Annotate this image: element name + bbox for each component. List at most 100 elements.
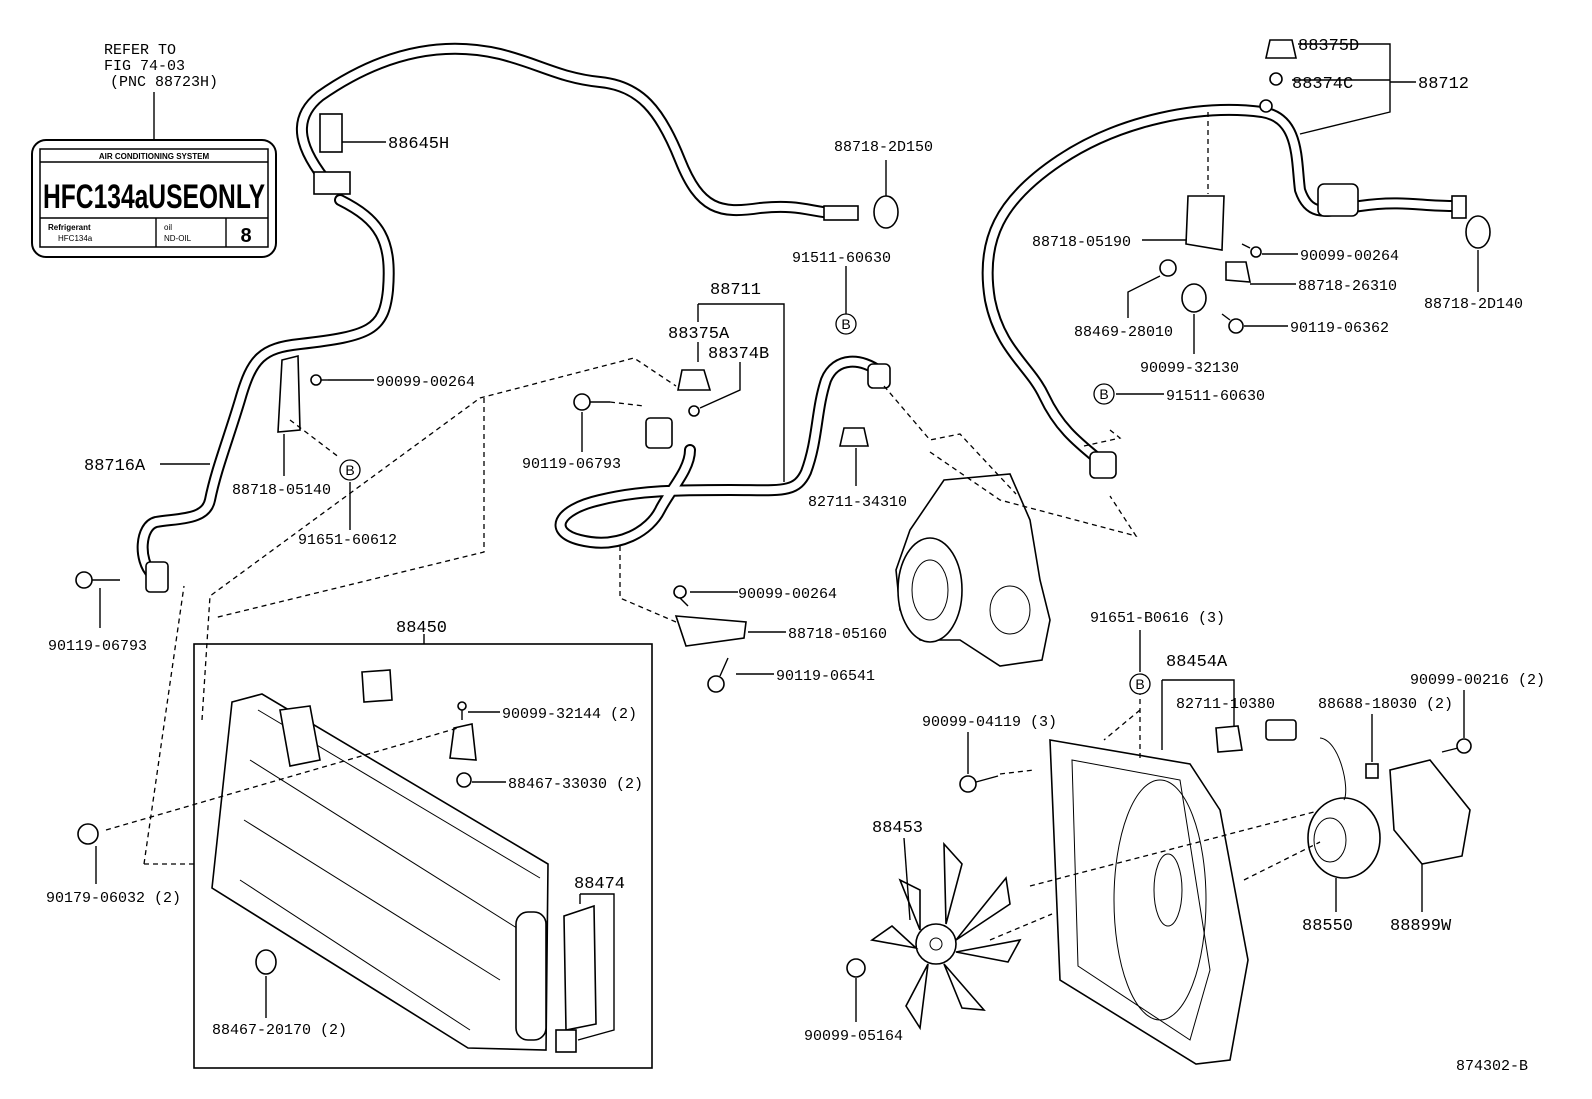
callout-90099-00264-b[interactable]: 90099-00264 [738,586,837,603]
callout-88374c[interactable]: 88374C [1292,75,1353,94]
callout-91511-60630-b[interactable]: 91511-60630 [1166,388,1265,405]
cap-88375d-icon[interactable] [1265,39,1297,59]
bolt-90119-06362-icon[interactable] [1221,313,1244,334]
callout-88474[interactable]: 88474 [574,875,625,894]
callout-88450[interactable]: 88450 [396,619,447,638]
callout-88711[interactable]: 88711 [710,281,761,300]
suction-fitting-icon [867,363,891,389]
leader-lines [95,43,1479,1041]
fan-shroud-88454a-icon[interactable] [1049,739,1249,1065]
refer-note: REFER TO FIG 74-03 (PNC 88723H) [104,42,218,140]
bolt-90099-00264-c-icon[interactable] [1241,243,1262,258]
fan-88453-icon[interactable] [869,841,1022,1031]
valve-core-88374c-icon[interactable] [1269,72,1283,86]
callout-88718-05190[interactable]: 88718-05190 [1032,234,1131,251]
clamp-82711-34310-icon[interactable] [839,427,869,447]
clip-82711-10380-icon[interactable] [1215,725,1243,753]
bolt-90099-32144-icon[interactable] [457,701,467,720]
label-card-oil-label: oil [164,223,172,232]
filter-88474-icon[interactable] [563,904,597,1031]
service-valve-icon [645,417,673,449]
bracket-88718-05190-icon[interactable] [1185,195,1225,251]
bolt-90119-06793-b-icon[interactable] [573,393,610,411]
cushion-88469-28010-icon[interactable] [1159,259,1177,277]
pressure-switch-88645h-icon[interactable] [319,113,343,153]
callout-88899w[interactable]: 88899W [1390,917,1452,936]
callout-88688-18030[interactable]: 88688-18030 (2) [1318,696,1453,713]
condenser-mount-icon [279,705,321,767]
callout-88374b[interactable]: 88374B [708,345,769,364]
refer-note-line2: FIG 74-03 [104,58,185,75]
bolt-90099-00216-icon[interactable] [1441,738,1472,754]
cap-88718-2d150-icon[interactable] [873,195,899,229]
callout-88645h[interactable]: 88645H [388,135,449,154]
callout-90099-00264-c[interactable]: 90099-00264 [1300,248,1399,265]
cap-88718-2d140-icon[interactable] [1465,215,1491,249]
callout-88718-2d140[interactable]: 88718-2D140 [1424,296,1523,313]
callout-88467-20170[interactable]: 88467-20170 (2) [212,1022,347,1039]
bolt-90099-00264-b-icon[interactable] [673,585,689,607]
callout-labels: 88645H 88716A 90099-00264 88718-05140 91… [46,37,1545,1075]
clamp-88718-26310-icon[interactable] [1225,261,1251,283]
block-fitting-icon [313,171,351,195]
grommet-88467-20170-icon[interactable] [255,949,277,975]
callout-90119-06541[interactable]: 90119-06541 [776,668,875,685]
callout-88375a[interactable]: 88375A [668,325,730,344]
fan-motor-88550-icon[interactable] [1265,719,1381,879]
bolt-90119-06793-a-icon[interactable] [75,571,120,589]
callout-91511-60630-a[interactable]: 91511-60630 [792,250,891,267]
callout-90119-06362[interactable]: 90119-06362 [1290,320,1389,337]
callout-90119-06793-a[interactable]: 90119-06793 [48,638,147,655]
callout-88454a[interactable]: 88454A [1166,653,1228,672]
suction-fitting-right-icon [1089,451,1117,479]
callout-90099-04119[interactable]: 90099-04119 (3) [922,714,1057,731]
condenser-bracket-icon [361,669,393,703]
callout-88718-05160[interactable]: 88718-05160 [788,626,887,643]
grommet-88467-33030-icon[interactable] [456,772,472,788]
hose-fittings [145,113,1491,593]
callout-88712[interactable]: 88712 [1418,75,1469,94]
bolt-90099-04119-icon[interactable] [959,775,999,793]
callout-88453[interactable]: 88453 [872,819,923,838]
bolt-90179-06032-icon[interactable] [77,823,99,845]
callout-88550[interactable]: 88550 [1302,917,1353,936]
callout-88718-05140[interactable]: 88718-05140 [232,482,331,499]
callout-90099-32130[interactable]: 90099-32130 [1140,360,1239,377]
cap-88375a-icon[interactable] [677,369,712,391]
condenser-core-icon[interactable] [211,693,549,1051]
condenser-group-frame [193,643,653,1069]
bracket-88718-05140-icon[interactable] [277,354,301,433]
label-card-refrigerant-label: Refrigerant [48,223,91,232]
callout-91651-b0616[interactable]: 91651-B0616 (3) [1090,610,1225,627]
callout-88469-28010[interactable]: 88469-28010 [1074,324,1173,341]
callout-90099-32144[interactable]: 90099-32144 (2) [502,706,637,723]
callout-82711-34310[interactable]: 82711-34310 [808,494,907,511]
callout-90119-06793-b[interactable]: 90119-06793 [522,456,621,473]
bolt-90119-06541-icon[interactable] [707,657,729,693]
bracket-88718-05160-icon[interactable] [674,615,747,647]
valve-core-88374b-icon[interactable] [688,405,700,417]
nut-90099-05164-icon[interactable] [846,958,866,978]
condenser-group [193,634,653,1069]
bolt-90099-00264-a-icon[interactable] [310,374,328,386]
refer-note-line3: (PNC 88723H) [110,74,218,91]
muffler-icon [1317,183,1359,217]
cushion-88688-18030-icon[interactable] [1365,763,1379,779]
o-ring-90099-32130-icon[interactable] [1181,283,1207,313]
callout-88716a[interactable]: 88716A [84,457,146,476]
motor-cover-88899w-icon[interactable] [1389,759,1471,865]
callout-90099-00216[interactable]: 90099-00216 (2) [1410,672,1545,689]
ref-marker-b4: B [1129,673,1151,695]
svg-text:B: B [1135,676,1144,692]
callout-88467-33030[interactable]: 88467-33030 (2) [508,776,643,793]
callout-88718-26310[interactable]: 88718-26310 [1298,278,1397,295]
condenser-bracket-2-icon [449,723,477,761]
callout-91651-60612[interactable]: 91651-60612 [298,532,397,549]
callout-90179-06032[interactable]: 90179-06032 (2) [46,890,181,907]
dashed-leaders [105,112,1321,941]
callout-90099-05164[interactable]: 90099-05164 [804,1028,903,1045]
callout-82711-10380[interactable]: 82711-10380 [1176,696,1275,713]
callout-90099-00264-a[interactable]: 90099-00264 [376,374,475,391]
callout-88718-2d150[interactable]: 88718-2D150 [834,139,933,156]
callout-88375d[interactable]: 88375D [1298,37,1359,56]
